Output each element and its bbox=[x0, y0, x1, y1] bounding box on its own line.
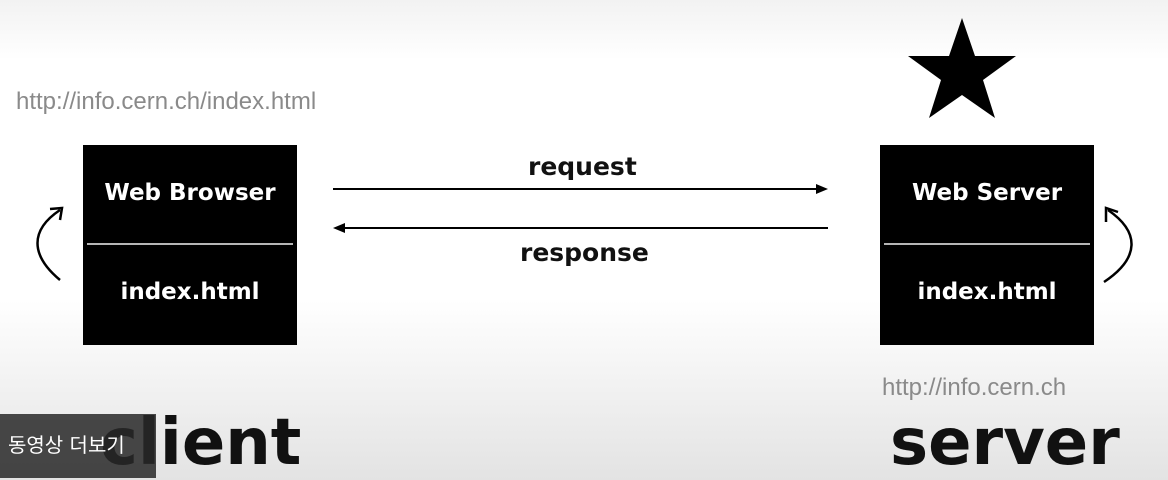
web-browser-box: Web Browser index.html bbox=[83, 145, 297, 345]
web-browser-label: Web Browser bbox=[104, 180, 276, 206]
response-arrow bbox=[333, 223, 828, 233]
web-server-label: Web Server bbox=[911, 180, 1063, 206]
box-divider bbox=[87, 243, 293, 245]
more-videos-button[interactable]: 동영상 더보기 bbox=[0, 414, 156, 478]
server-title: server bbox=[890, 406, 1120, 480]
request-arrow bbox=[333, 184, 828, 194]
box-divider bbox=[884, 243, 1090, 245]
request-label: request bbox=[528, 152, 637, 181]
server-file-label: index.html bbox=[917, 279, 1057, 305]
curved-arrow-icon bbox=[36, 206, 64, 281]
client-file-label: index.html bbox=[120, 279, 260, 305]
star-icon bbox=[908, 18, 1016, 118]
server-url: http://info.cern.ch bbox=[882, 374, 1067, 401]
client-url: http://info.cern.ch/index.html bbox=[16, 88, 317, 115]
web-server-box: Web Server index.html bbox=[880, 145, 1094, 345]
response-label: response bbox=[520, 238, 649, 267]
curved-arrow-icon bbox=[1103, 206, 1133, 284]
